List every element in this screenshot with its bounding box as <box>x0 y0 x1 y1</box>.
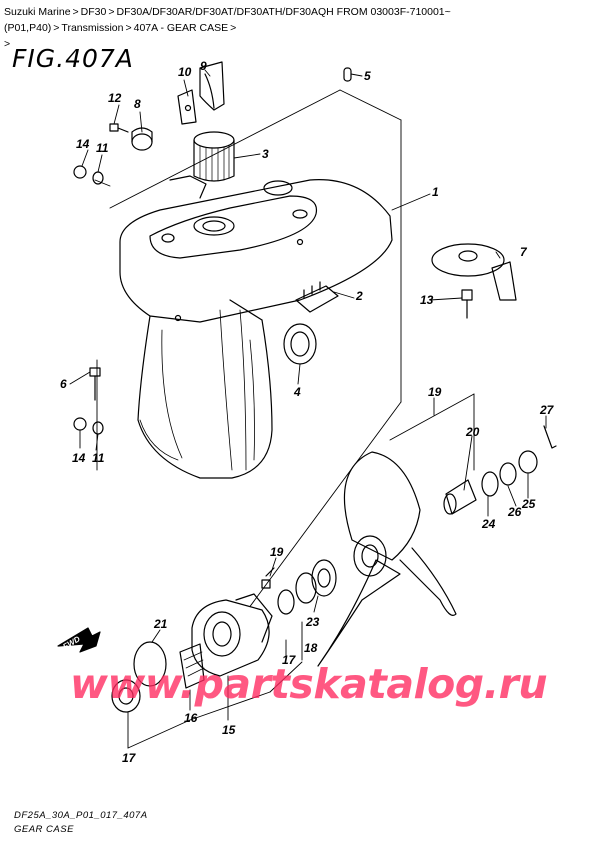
part-label: 24 <box>481 517 496 531</box>
part-label: 11 <box>92 451 105 465</box>
part-2-clip[interactable] <box>295 281 339 313</box>
breadcrumb: Suzuki Marine>DF30>DF30A/DF30AR/DF30AT/D… <box>4 4 596 52</box>
part-label: 3 <box>262 147 269 161</box>
part-label: 19 <box>270 545 284 559</box>
part-label: 25 <box>521 497 536 511</box>
part-label: 15 <box>222 723 236 737</box>
part-22-spacer[interactable] <box>443 479 477 515</box>
breadcrumb-link-category[interactable]: Transmission <box>61 22 124 34</box>
part-label: 17 <box>282 653 297 667</box>
part-16-gear[interactable] <box>179 643 205 689</box>
part-6-bolt[interactable] <box>89 367 101 401</box>
breadcrumb-separator: > <box>72 6 79 18</box>
part-23-bearing[interactable] <box>277 559 337 615</box>
breadcrumb-link-variant[interactable]: DF30A/DF30AR/DF30AT/DF30ATH/DF30AQH FROM… <box>4 6 451 34</box>
breadcrumb-link-brand[interactable]: Suzuki Marine <box>4 6 71 18</box>
watermark: www.partskatalog.ru <box>70 660 548 708</box>
part-labels: 10 9 5 12 8 11 14 3 1 7 13 2 4 6 14 11 1… <box>60 59 555 765</box>
part-label: 17 <box>122 751 137 765</box>
part-label: 12 <box>108 91 122 105</box>
part-label: 23 <box>305 615 320 629</box>
part-label: 13 <box>420 293 434 307</box>
part-15-housing[interactable] <box>191 593 273 677</box>
part-20-o-ring[interactable] <box>133 641 167 687</box>
part-label: 14 <box>76 137 90 151</box>
part-label: 6 <box>60 377 67 391</box>
part-label: 7 <box>520 245 528 259</box>
part-1-gear-case[interactable] <box>119 175 393 479</box>
part-label: 10 <box>178 65 192 79</box>
part-24-washer[interactable] <box>481 471 499 497</box>
part-25-nut[interactable] <box>518 450 538 474</box>
breadcrumb-separator: > <box>125 22 132 34</box>
breadcrumb-link-model[interactable]: DF30 <box>80 6 107 18</box>
part-19-bolt[interactable] <box>261 567 275 589</box>
part-label: 26 <box>507 505 522 519</box>
part-label: 8 <box>134 97 141 111</box>
part-label: 14 <box>72 451 86 465</box>
part-14-nut[interactable] <box>73 165 87 431</box>
figure-caption: GEAR CASE <box>14 824 74 835</box>
part-label: 5 <box>364 69 371 83</box>
part-label: 11 <box>96 141 109 155</box>
part-label: 2 <box>355 289 363 303</box>
leader-lines <box>69 69 547 749</box>
frame-lines <box>94 89 475 621</box>
part-4-seal[interactable] <box>283 323 317 365</box>
propeller[interactable] <box>317 451 457 667</box>
part-label: 18 <box>304 641 318 655</box>
breadcrumb-separator: > <box>108 6 115 18</box>
breadcrumb-separator: > <box>230 22 237 34</box>
part-7-anode-plate[interactable] <box>431 243 517 301</box>
figure-code: DF25A_30A_P01_017_407A <box>14 810 148 821</box>
part-label: 19 <box>428 385 442 399</box>
breadcrumb-trailing: > <box>4 38 11 50</box>
fwd-arrow-icon <box>57 627 101 653</box>
part-13-bolt[interactable] <box>461 289 473 319</box>
figure-title: FIG.407A <box>12 44 134 73</box>
part-5-pin[interactable] <box>343 67 352 82</box>
breadcrumb-current: 407A - GEAR CASE <box>133 22 229 34</box>
part-12-bolt[interactable] <box>109 123 129 133</box>
part-26-nut[interactable] <box>499 462 517 486</box>
part-label: 20 <box>465 425 480 439</box>
part-label: 16 <box>184 711 198 725</box>
part-label: 21 <box>153 617 168 631</box>
part-label: 27 <box>539 403 555 417</box>
part-label: 9 <box>200 59 207 73</box>
part-3-bearing[interactable] <box>193 131 235 182</box>
part-label: 4 <box>293 385 301 399</box>
part-label: 1 <box>432 185 439 199</box>
breadcrumb-separator: > <box>53 22 60 34</box>
part-18-seal[interactable] <box>111 679 141 713</box>
part-27-cotter-pin[interactable] <box>543 425 557 449</box>
